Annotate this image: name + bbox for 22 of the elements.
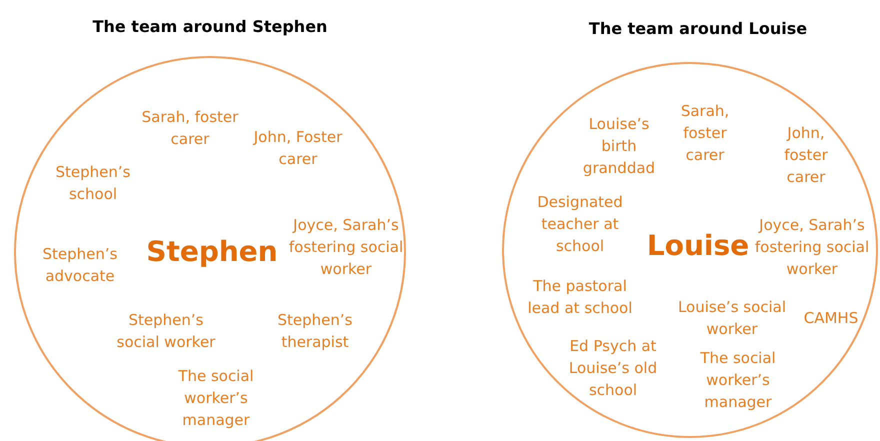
team-member-label: The social worker’s manager	[699, 348, 777, 413]
team-member-label: Stephen’s advocate	[42, 244, 118, 287]
child-name: Louise	[646, 229, 750, 263]
team-heading: The team around Louise	[588, 18, 808, 40]
child-name: Stephen	[146, 235, 278, 269]
team-member-label: The social worker’s manager	[177, 366, 255, 431]
team-heading: The team around Stephen	[92, 16, 328, 38]
team-member-label: Designated teacher at school	[536, 192, 624, 257]
team-member-label: John, foster carer	[783, 123, 829, 188]
team-member-label: CAMHS	[802, 308, 860, 329]
team-member-label: John, Foster carer	[252, 127, 344, 170]
team-member-label: Stephen’s social worker	[116, 310, 216, 353]
team-member-label: The pastoral lead at school	[526, 276, 634, 319]
team-member-label: Joyce, Sarah’s fostering social worker	[288, 215, 404, 280]
team-member-label: Joyce, Sarah’s fostering social worker	[754, 215, 870, 280]
team-member-label: Sarah, foster carer	[680, 101, 730, 166]
team-member-label: Stephen’s therapist	[276, 310, 354, 353]
team-member-label: Louise’s social worker	[676, 297, 788, 340]
team-member-label: Stephen’s school	[54, 162, 132, 205]
team-member-label: Sarah, foster carer	[140, 107, 240, 150]
team-member-label: Louise’s birth granddad	[582, 114, 656, 179]
team-member-label: Ed Psych at Louise’s old school	[568, 336, 658, 401]
